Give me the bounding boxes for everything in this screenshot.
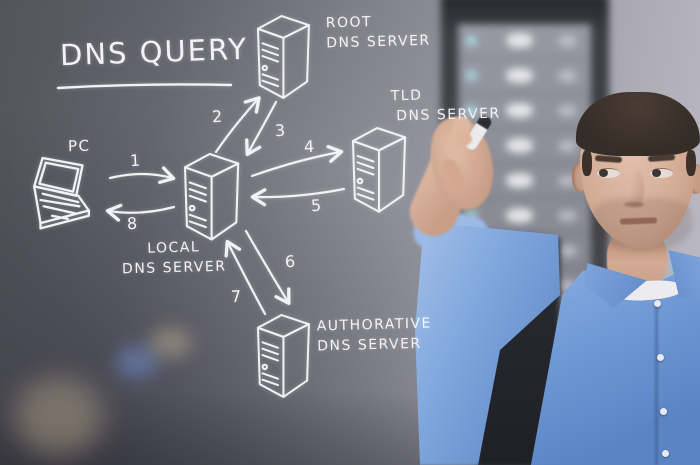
shirt-button [654, 300, 661, 307]
rack-unit [458, 94, 591, 129]
drive-bay [506, 173, 533, 188]
led-indicator-icon [467, 107, 476, 114]
eye-right [597, 168, 620, 178]
rack-unit [458, 59, 591, 94]
drive-bay [558, 35, 577, 47]
led-indicator-icon [467, 37, 476, 44]
nostrils [624, 202, 644, 207]
drive-bay [506, 33, 533, 48]
drive-bay [506, 208, 533, 223]
iris [599, 169, 608, 177]
rack-unit [458, 24, 591, 59]
bokeh-light-blue [116, 346, 158, 378]
led-indicator-icon [467, 72, 476, 79]
drive-bay [506, 68, 533, 83]
bokeh-light-warm-small [150, 328, 192, 358]
sideburn [582, 150, 592, 176]
drive-bay [506, 138, 533, 153]
drive-bay [558, 140, 577, 152]
drive-bay [558, 245, 577, 257]
eye-left [650, 168, 673, 178]
finger-grip [456, 132, 472, 146]
drive-bay [558, 105, 577, 117]
shirt-button [657, 354, 664, 361]
drive-bay [558, 70, 577, 82]
iris [652, 169, 661, 177]
stubble-shadow [592, 198, 692, 252]
hair [576, 92, 700, 156]
bokeh-light-warm [14, 378, 104, 456]
nose [622, 168, 644, 208]
shirt-button [660, 408, 667, 415]
sideburn [686, 150, 696, 176]
drive-bay [558, 210, 577, 222]
shirt-button [662, 450, 669, 457]
shirt-placket [655, 292, 658, 465]
drive-bay [506, 103, 533, 118]
